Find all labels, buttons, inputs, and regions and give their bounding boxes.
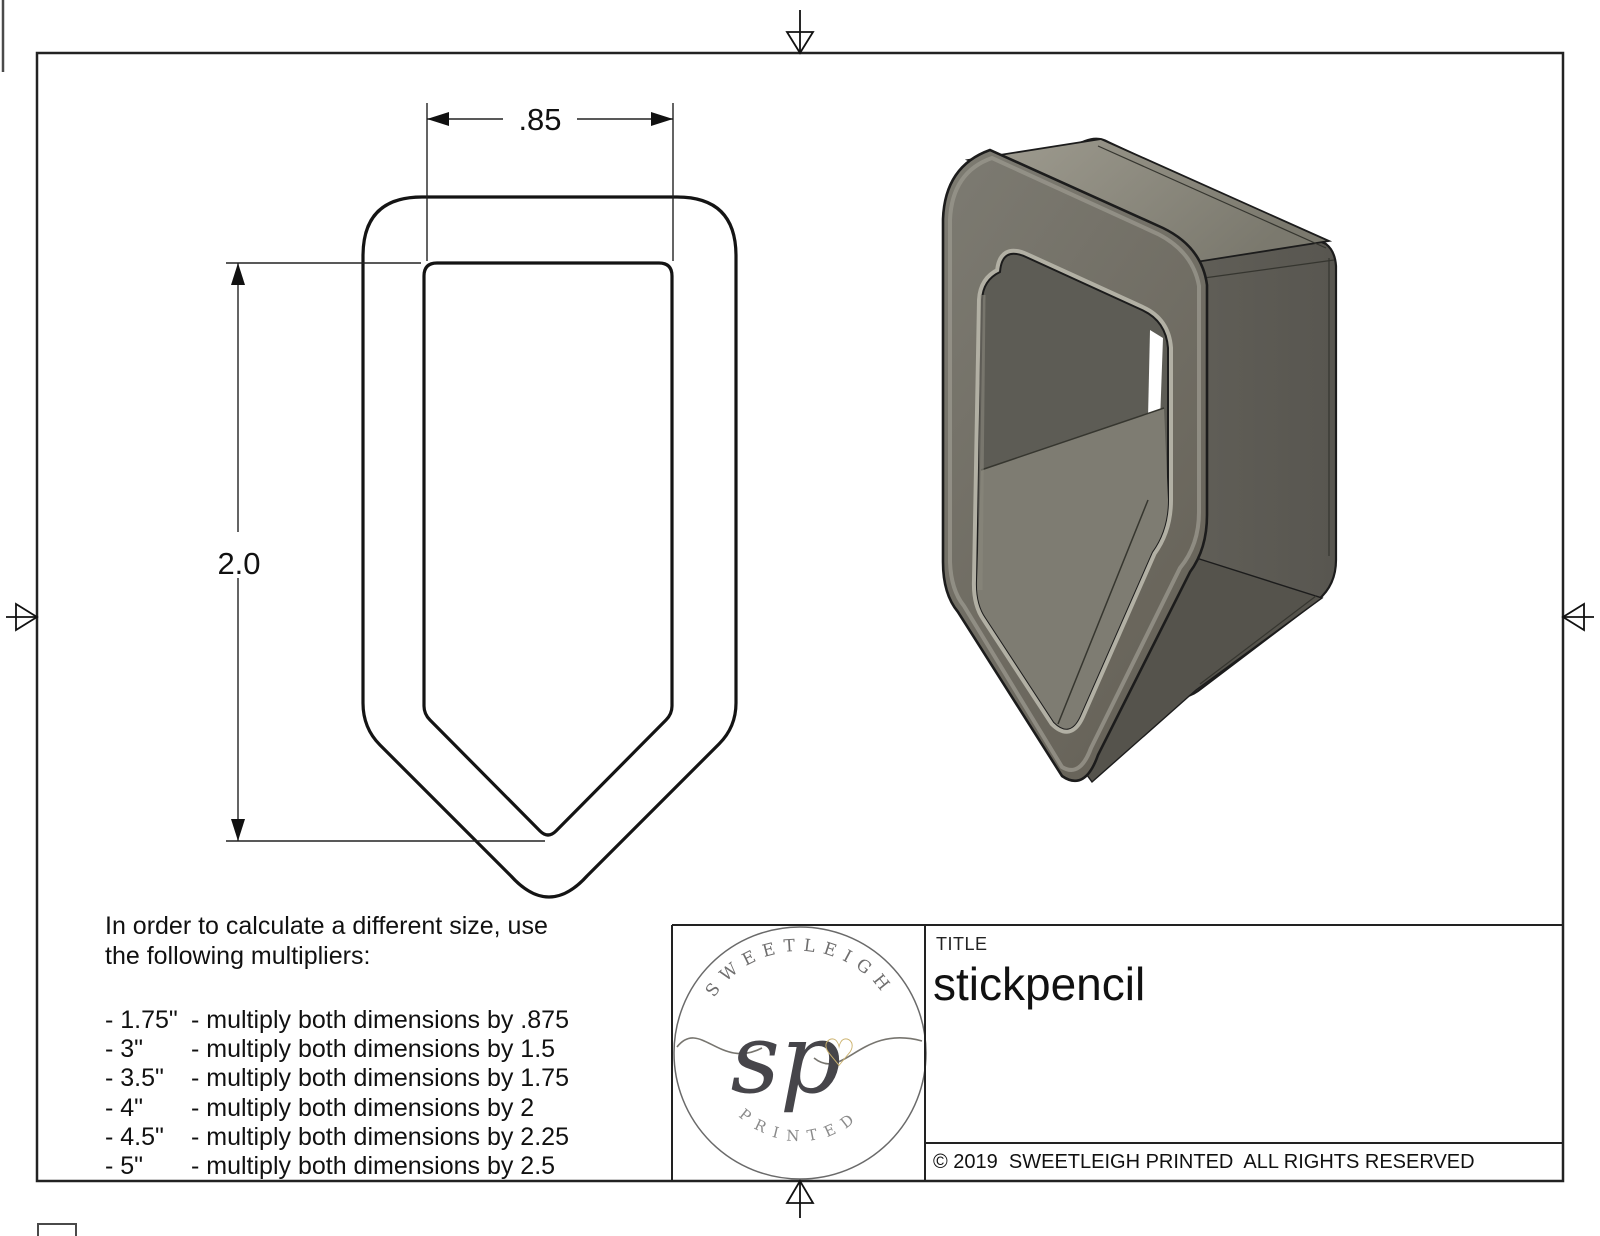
multiplier-size: - 1.75"	[105, 1006, 178, 1034]
multiplier-text: - multiply both dimensions by 1.75	[191, 1064, 569, 1093]
center-marks	[6, 10, 1594, 1218]
render-view-3d	[941, 137, 1338, 784]
multiplier-row: - 3.5" - multiply both dimensions by 1.7…	[105, 1064, 585, 1093]
multiplier-size: - 3.5"	[105, 1064, 164, 1093]
center-mark-bottom	[785, 1179, 815, 1218]
multiplier-row: - 3" - multiply both dimensions by 1.5	[105, 1035, 585, 1064]
height-dim-label: 2.0	[217, 546, 260, 581]
render-floor-edges	[980, 407, 1165, 725]
multiplier-list: - 1.75" - multiply both dimensions by .8…	[105, 1006, 585, 1181]
multiplier-row: - 5" - multiply both dimensions by 2.5	[105, 1152, 585, 1181]
copyright-text: © 2019 SWEETLEIGH PRINTED ALL RIGHTS RES…	[933, 1151, 1475, 1173]
multiplier-text: - multiply both dimensions by 2.5	[191, 1152, 556, 1181]
dimension-width: .85	[426, 102, 674, 261]
multiplier-text: - multiply both dimensions by .875	[191, 1006, 569, 1034]
multiplier-row: - 4.5" - multiply both dimensions by 2.2…	[105, 1123, 585, 1152]
multiplier-size: - 4.5"	[105, 1122, 164, 1151]
render-inner-corner-highlight	[977, 294, 986, 591]
title-block-label: TITLE	[936, 934, 988, 954]
multiplier-text: - multiply both dimensions by 1.5	[191, 1035, 556, 1064]
profile-view-2d	[361, 195, 738, 899]
multiplier-text: - multiply both dimensions by 2	[191, 1093, 535, 1122]
center-mark-right	[1561, 602, 1594, 632]
scaling-note: In order to calculate a different size, …	[105, 911, 575, 971]
note-heading-line1: In order to calculate a different size, …	[105, 912, 548, 940]
multiplier-row: - 4" - multiply both dimensions by 2	[105, 1094, 585, 1123]
logo-swash-left	[676, 1037, 763, 1055]
multiplier-size: - 4"	[105, 1093, 144, 1122]
logo-monogram: sp	[731, 1003, 842, 1115]
outer-profile-path	[361, 195, 738, 899]
width-dim-label: .85	[518, 102, 561, 137]
center-mark-top	[785, 10, 815, 55]
scan-artifacts	[1, 0, 77, 1236]
dimension-height: 2.0	[217, 262, 545, 842]
note-heading-line2: the following multipliers:	[105, 942, 371, 970]
multiplier-size: - 5"	[105, 1152, 144, 1181]
multiplier-size: - 3"	[105, 1035, 144, 1064]
render-chamfer-lines	[1097, 145, 1335, 685]
logo: SWEETLEIGH PRINTED sp ♡	[673, 926, 927, 1180]
page-title: stickpencil	[933, 958, 1146, 1010]
title-block-lines	[671, 924, 1563, 1181]
center-mark-left	[6, 602, 39, 632]
heart-icon: ♡	[822, 1033, 856, 1075]
multiplier-row: - 1.75" - multiply both dimensions by .8…	[105, 1006, 585, 1035]
render-floor	[976, 408, 1168, 729]
render-flange-sheen	[948, 155, 1201, 772]
logo-swash-right	[813, 1037, 923, 1065]
inner-profile-path	[422, 261, 674, 837]
multiplier-text: - multiply both dimensions by 2.25	[191, 1122, 569, 1151]
